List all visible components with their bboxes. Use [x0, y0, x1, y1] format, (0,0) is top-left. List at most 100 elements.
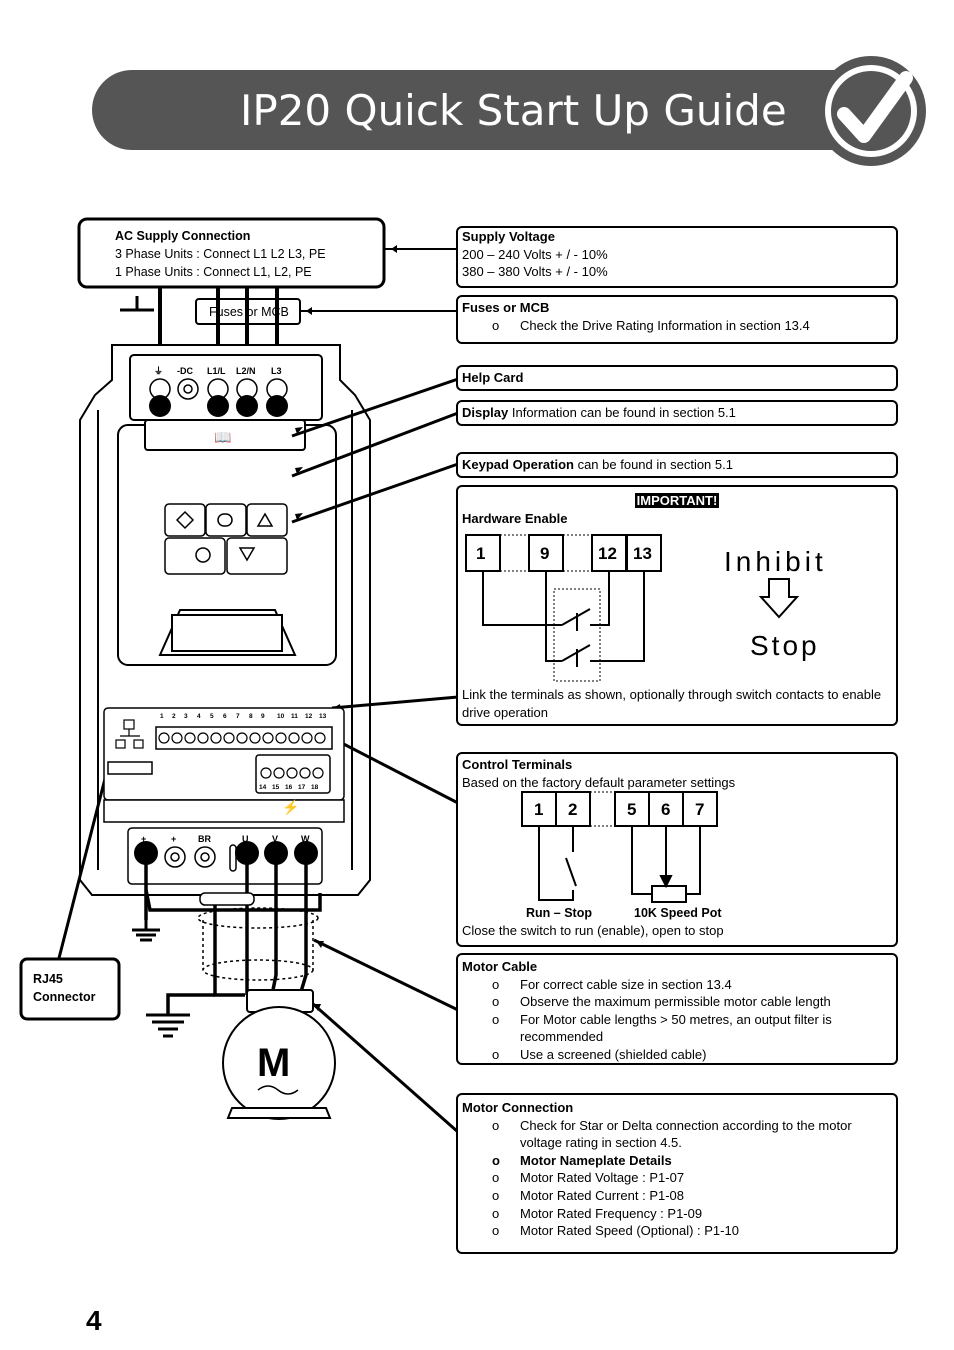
svg-text:15: 15 — [272, 784, 280, 791]
fuses-heading: Fuses or MCB — [462, 300, 550, 315]
control-terminals-diagram: 1 2 5 6 7 Run – Stop 10K Speed Pot — [521, 791, 722, 920]
hardware-enable-box: IMPORTANT! Hardware Enable Link the term… — [456, 485, 898, 726]
svg-text:12: 12 — [305, 713, 313, 720]
stop-icon — [195, 547, 211, 563]
keypad-icons — [175, 510, 274, 563]
warning-icon: ⚡ — [282, 799, 299, 816]
book-icon: 📖 — [214, 429, 231, 445]
motor-cable-bullet-3: For Motor cable lengths > 50 metres, an … — [462, 1011, 892, 1046]
down-arrow-icon — [238, 547, 256, 562]
motor-connection-bullet-2: Motor Nameplate Details — [462, 1152, 892, 1170]
svg-text:U: U — [242, 834, 249, 844]
supply-voltage-box: Supply Voltage 200 – 240 Volts + / - 10%… — [456, 226, 898, 288]
motor-connection-bullet-4: Motor Rated Current : P1-08 — [462, 1187, 892, 1205]
important-badge: IMPORTANT! — [634, 493, 720, 508]
navigate-icon — [217, 513, 233, 527]
down-arrow-icon — [758, 578, 800, 619]
up-arrow-icon — [256, 512, 274, 527]
fuses-box: Fuses or MCB Check the Drive Rating Info… — [456, 295, 898, 344]
rj45-line1: RJ45 — [33, 972, 63, 986]
cable-gland — [199, 892, 255, 906]
cable-screen — [197, 907, 319, 981]
hardware-enable-heading: Hardware Enable — [462, 510, 568, 526]
drive-diagram: AC Supply Connection 3 Phase Units : Con… — [19, 217, 459, 1134]
ground-icon — [120, 296, 154, 312]
control-terminal-block — [103, 707, 345, 823]
rj45-box — [19, 957, 121, 1021]
supply-voltage-line1: 200 – 240 Volts + / - 10% — [462, 246, 608, 262]
help-card-box: Help Card — [456, 365, 898, 391]
keypad-box: Keypad Operation can be found in section… — [456, 452, 898, 478]
output-terminal-connections — [134, 841, 318, 865]
inhibit-display: Inhibit — [724, 546, 827, 577]
fuses-bullet: Check the Drive Rating Information in se… — [462, 317, 892, 335]
he-terminal-12: 12 — [598, 544, 617, 563]
rj45-line2: Connector — [33, 990, 96, 1004]
svg-text:9: 9 — [261, 713, 265, 720]
supply-voltage-heading: Supply Voltage — [462, 229, 555, 244]
svg-text:1: 1 — [160, 713, 164, 720]
svg-text:2: 2 — [172, 713, 176, 720]
svg-text:14: 14 — [259, 784, 267, 791]
help-card-heading: Help Card — [462, 370, 524, 385]
output-terminal-labels: + + BR U V W — [141, 834, 310, 844]
svg-text:L2/N: L2/N — [236, 366, 256, 376]
svg-text:V: V — [272, 834, 278, 844]
control-terminals-subheading: Based on the factory default parameter s… — [462, 774, 736, 790]
svg-text:8: 8 — [249, 713, 253, 720]
svg-text:W: W — [301, 834, 310, 844]
control-terminals-note: Close the switch to run (enable), open t… — [462, 923, 724, 938]
rj45-icon — [115, 719, 144, 749]
page-number: 4 — [86, 1305, 102, 1336]
ac-supply-line2: 1 Phase Units : Connect L1, L2, PE — [115, 265, 312, 279]
svg-text:⏚: ⏚ — [154, 366, 163, 376]
motor-cable-bullet-2: Observe the maximum permissible motor ca… — [462, 993, 892, 1011]
svg-text:BR: BR — [198, 834, 211, 844]
svg-text:17: 17 — [298, 784, 306, 791]
motor-icon — [222, 989, 336, 1120]
control-terminals-box: Control Terminals Based on the factory d… — [456, 752, 898, 947]
run-stop-label: Run – Stop — [526, 906, 592, 920]
svg-text:-DC: -DC — [177, 366, 193, 376]
motor-connection-bullet-1: Check for Star or Delta connection accor… — [462, 1117, 892, 1152]
supply-voltage-line2: 380 – 380 Volts + / - 10% — [462, 264, 608, 280]
title-banner — [92, 70, 920, 150]
motor-cable-box: Motor Cable For correct cable size in se… — [456, 953, 898, 1065]
display-box: Display Information can be found in sect… — [456, 400, 898, 426]
he-terminal-1: 1 — [476, 544, 485, 563]
svg-text:18: 18 — [311, 784, 319, 791]
svg-text:4: 4 — [197, 713, 201, 720]
control-terminal-holes — [158, 732, 326, 779]
svg-text:16: 16 — [285, 784, 293, 791]
svg-text:+: + — [171, 834, 176, 844]
page-title: IP20 Quick Start Up Guide — [240, 86, 787, 135]
motor-connection-heading: Motor Connection — [462, 1100, 574, 1115]
keypad-text: can be found in section 5.1 — [573, 457, 733, 472]
svg-text:10: 10 — [277, 713, 285, 720]
display-text: Information can be found in section 5.1 — [508, 405, 736, 420]
motor-connection-bullet-5: Motor Rated Frequency : P1-09 — [462, 1205, 892, 1223]
display-heading: Display — [462, 405, 509, 420]
motor-cable-heading: Motor Cable — [462, 959, 538, 974]
keypad-heading: Keypad Operation — [462, 457, 574, 472]
hardware-enable-note: Link the terminals as shown, optionally … — [462, 687, 882, 720]
motor-connection-bullet-6: Motor Rated Speed (Optional) : P1-10 — [462, 1222, 892, 1240]
svg-text:+: + — [141, 834, 146, 844]
start-icon — [175, 510, 195, 530]
svg-text:7: 7 — [236, 713, 240, 720]
speed-pot-label: 10K Speed Pot — [634, 906, 722, 920]
ct-terminal-2: 2 — [568, 800, 577, 819]
keypad — [164, 503, 288, 575]
svg-text:L3: L3 — [271, 366, 282, 376]
input-terminal-labels: ⏚ -DC L1/L L2/N L3 — [154, 366, 282, 376]
svg-text:L1/L: L1/L — [207, 366, 226, 376]
motor-cable-bullet-4: Use a screened (shielded cable) — [462, 1046, 892, 1064]
hardware-enable-diagram: 1 9 12 13 Inhibit Stop — [465, 534, 827, 682]
ct-terminal-1: 1 — [534, 800, 543, 819]
he-terminal-9: 9 — [540, 544, 549, 563]
svg-text:5: 5 — [210, 713, 214, 720]
he-terminal-13: 13 — [633, 544, 652, 563]
svg-text:3: 3 — [184, 713, 188, 720]
motor-connection-box: Motor Connection Check for Star or Delta… — [456, 1093, 898, 1254]
